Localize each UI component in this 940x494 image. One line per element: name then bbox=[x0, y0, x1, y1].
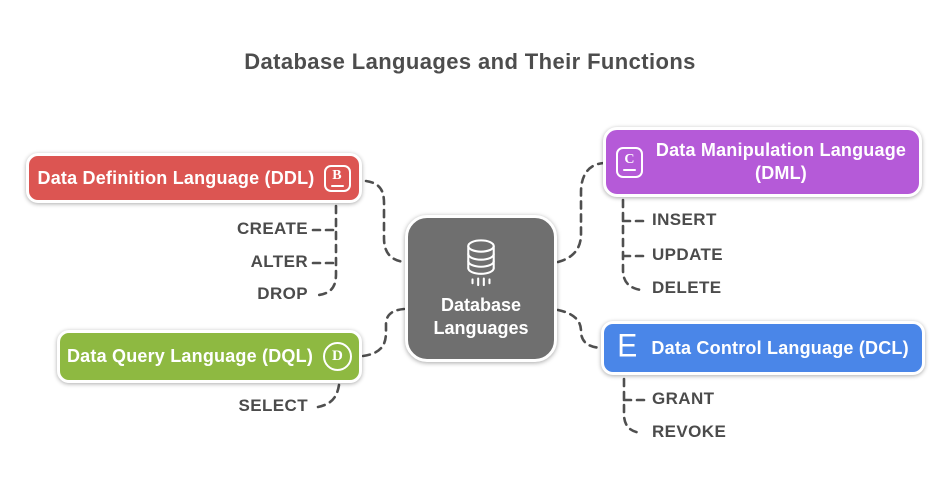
node-dml-label: Data Manipulation Language (DML) bbox=[655, 139, 907, 183]
node-dml: C Data Manipulation Language (DML) bbox=[603, 127, 922, 197]
database-icon bbox=[467, 239, 495, 287]
center-label-line1: Database bbox=[440, 295, 522, 315]
node-dcl: E Data Control Language (DCL) bbox=[601, 321, 925, 375]
node-database-languages: Database Languages bbox=[405, 215, 557, 362]
keyword-alter: ALTER bbox=[250, 252, 308, 271]
keyword-delete: DELETE bbox=[652, 278, 722, 297]
keyword-select: SELECT bbox=[238, 396, 308, 415]
connector-center-dml bbox=[556, 161, 606, 264]
dml-icon-letter: C bbox=[624, 152, 635, 167]
connector-ddl-center bbox=[364, 179, 406, 264]
node-dcl-label: Data Control Language (DCL) bbox=[651, 337, 909, 358]
connector-center-dcl bbox=[556, 308, 603, 350]
connector-dcl-functions bbox=[622, 377, 649, 435]
ddl-icon-underline bbox=[330, 185, 344, 187]
keyword-grant: GRANT bbox=[652, 389, 715, 408]
connector-ddl-functions bbox=[311, 204, 338, 297]
keyword-drop: DROP bbox=[257, 284, 308, 303]
dcl-letter-e-icon: E bbox=[617, 328, 638, 364]
dml-icon-underline bbox=[623, 169, 636, 171]
keyword-insert: INSERT bbox=[652, 210, 717, 229]
ddl-letter-b-icon: B bbox=[323, 164, 351, 192]
node-dql-label: Data Query Language (DQL) bbox=[66, 346, 314, 366]
keyword-create: CREATE bbox=[236, 219, 308, 238]
connector-dql-center bbox=[361, 307, 406, 358]
connector-dml-functions bbox=[621, 198, 650, 292]
node-dql: Data Query Language (DQL) D bbox=[57, 330, 362, 383]
node-ddl-label: Data Definition Language (DDL) bbox=[37, 167, 315, 188]
connector-dql-functions bbox=[316, 383, 341, 409]
center-node-label: Database Languages bbox=[433, 294, 528, 339]
ddl-icon-letter: B bbox=[332, 168, 342, 183]
keyword-update: UPDATE bbox=[652, 245, 724, 264]
dql-icon-letter: D bbox=[331, 348, 344, 364]
dql-letter-d-icon: D bbox=[323, 342, 353, 371]
keyword-revoke: REVOKE bbox=[652, 422, 727, 441]
center-label-line2: Languages bbox=[433, 317, 529, 338]
diagram-title: Database Languages and Their Functions bbox=[244, 49, 696, 74]
node-ddl: Data Definition Language (DDL) B bbox=[26, 153, 362, 203]
dml-letter-c-icon: C bbox=[616, 146, 643, 178]
